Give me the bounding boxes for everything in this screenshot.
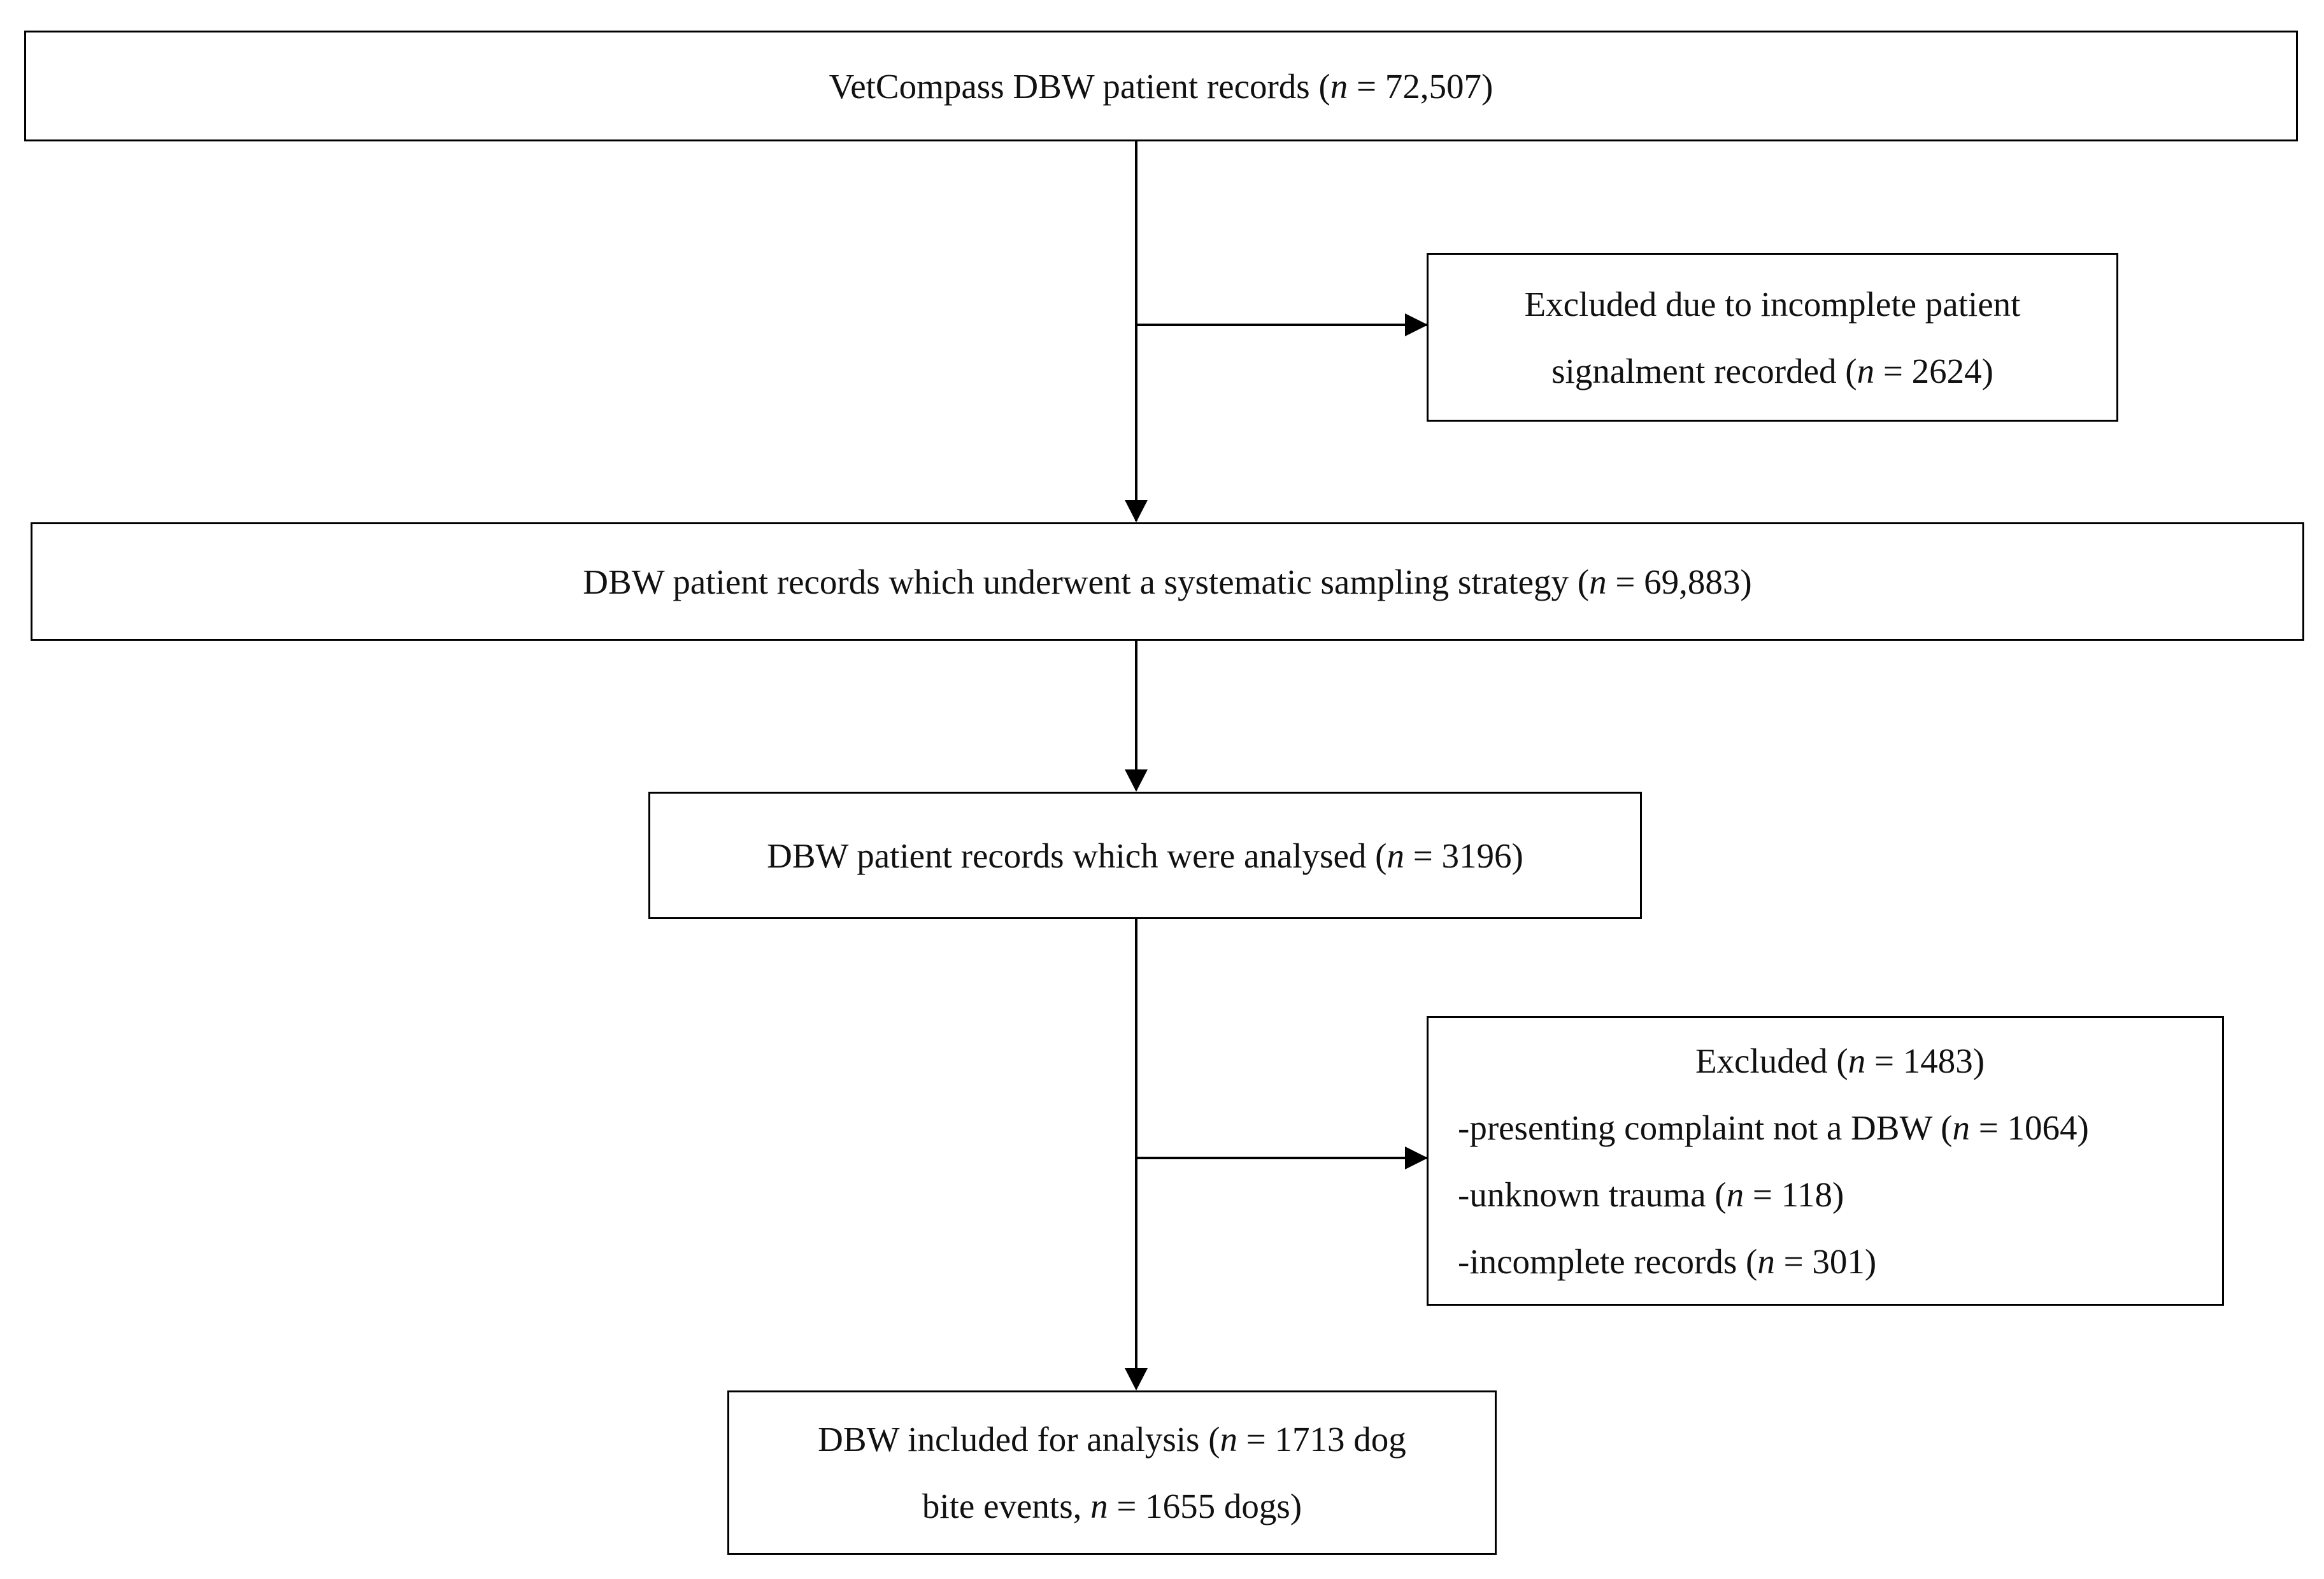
node-excluded-signalment: Excluded due to incomplete patient signa…: [1427, 253, 2118, 422]
arrowhead-analysed: [1125, 769, 1148, 792]
node-included-line2: bite events, n = 1655 dogs): [922, 1487, 1302, 1525]
arrowhead-excluded-signalment: [1405, 313, 1428, 336]
node-sampling-strategy-text: DBW patient records which underwent a sy…: [583, 562, 1752, 601]
arrowhead-sampling: [1125, 500, 1148, 522]
excluded-reason-item: -presenting complaint not a DBW (n = 106…: [1458, 1108, 2089, 1147]
node-vetcompass-records-text: VetCompass DBW patient records (n = 72,5…: [829, 66, 1493, 106]
node-included-line1: DBW included for analysis (n = 1713 dog: [818, 1420, 1406, 1459]
excluded-reason-item: -incomplete records (n = 301): [1458, 1241, 1877, 1281]
node-records-analysed-text: DBW patient records which were analysed …: [767, 836, 1523, 875]
node-excluded-detail-heading: Excluded (n = 1483): [1695, 1041, 1985, 1080]
node-records-analysed: DBW patient records which were analysed …: [648, 792, 1642, 919]
arrowhead-excluded-detail: [1405, 1147, 1428, 1169]
node-included-for-analysis: DBW included for analysis (n = 1713 dog …: [727, 1390, 1497, 1555]
arrowhead-included: [1125, 1368, 1148, 1390]
node-excluded-signalment-line2: signalment recorded (n = 2624): [1551, 351, 1993, 390]
node-vetcompass-records: VetCompass DBW patient records (n = 72,5…: [24, 31, 2298, 141]
node-excluded-signalment-line1: Excluded due to incomplete patient: [1524, 284, 2021, 324]
node-excluded-detail: Excluded (n = 1483) -presenting complain…: [1427, 1016, 2224, 1306]
excluded-reason-item: -unknown trauma (n = 118): [1458, 1175, 1844, 1214]
node-sampling-strategy: DBW patient records which underwent a sy…: [31, 522, 2304, 641]
